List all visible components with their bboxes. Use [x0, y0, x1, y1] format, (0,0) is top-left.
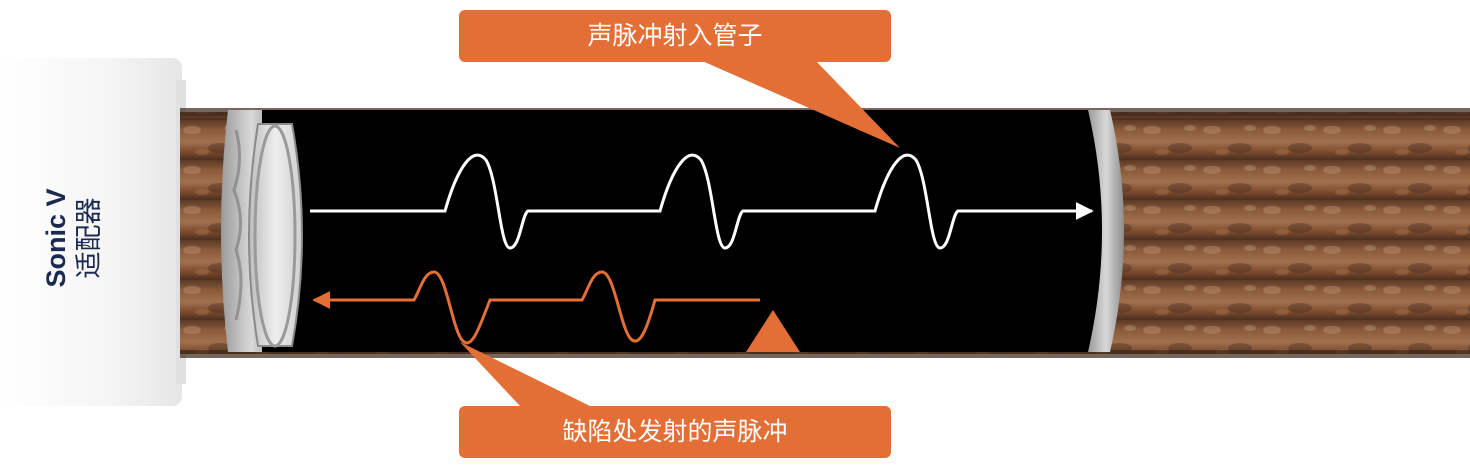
incident-wave: [310, 153, 1094, 250]
adapter-label-line1: Sonic V: [41, 188, 71, 288]
callout-top-pointer: [700, 60, 900, 148]
reflected-pulse-callout: 缺陷处发射的声脉冲: [459, 406, 891, 458]
probe-face: [248, 123, 303, 347]
defect-marker: [746, 310, 800, 352]
callout-bottom-pointer: [460, 342, 590, 406]
pipe-interior: [262, 110, 1104, 352]
right-weld-collar: [1088, 110, 1124, 352]
probe-face-rim: [253, 124, 297, 348]
left-weld-texture: [232, 129, 243, 321]
pipe-bottom-shadow: [180, 350, 1470, 358]
adapter-label-line2: 适配器: [74, 197, 105, 279]
reflected-wave: [312, 270, 760, 345]
adapter-body: [0, 58, 182, 406]
adapter-label: Sonic V 适配器: [28, 118, 118, 358]
incident-pulse-callout: 声脉冲射入管子: [459, 10, 891, 62]
